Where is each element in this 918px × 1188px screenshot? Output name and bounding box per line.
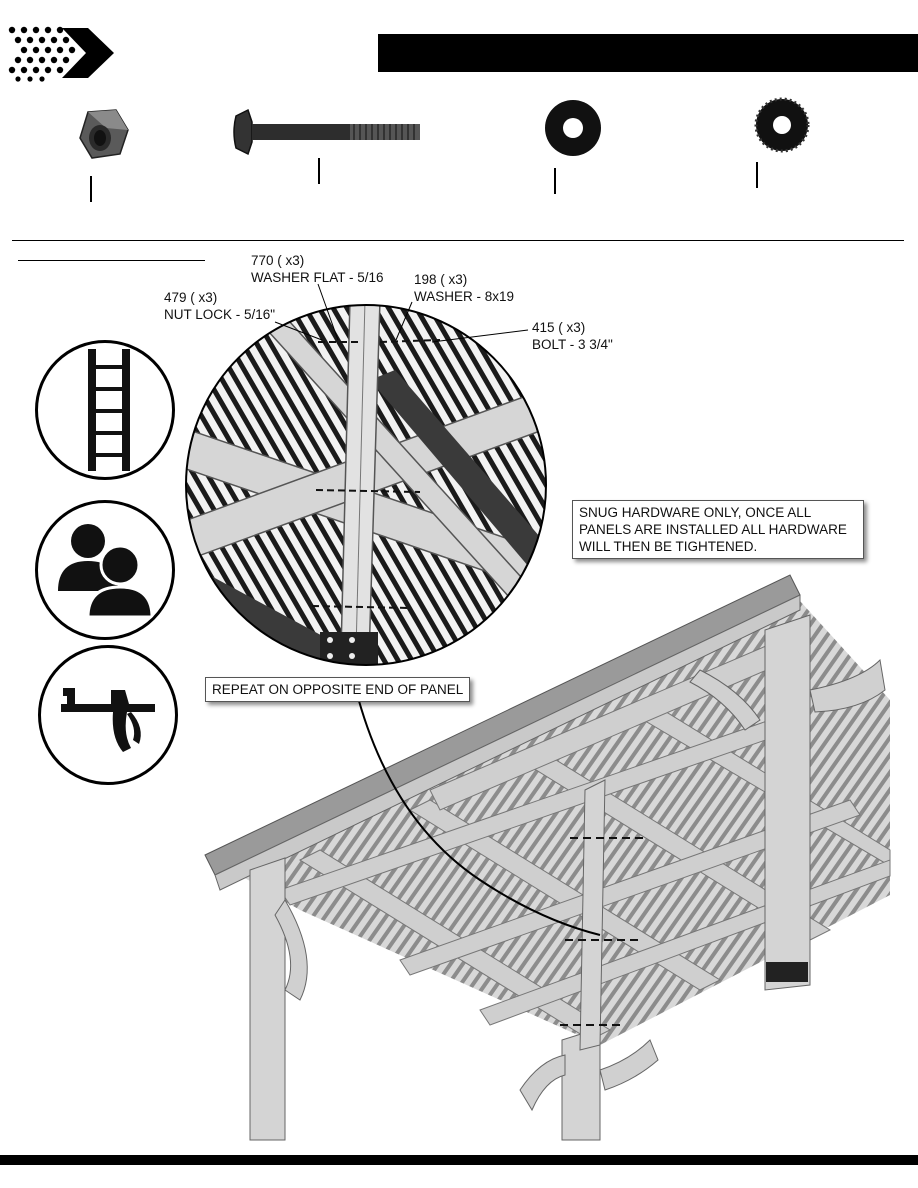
brand-arrow-logo — [4, 24, 114, 82]
snug-hardware-note: SNUG HARDWARE ONLY, ONCE ALL PANELS ARE … — [572, 500, 864, 559]
footer-bar — [0, 1155, 918, 1165]
callout-washer: 198 ( x3) WASHER - 8x19 — [414, 272, 515, 304]
lock-nut-icon — [76, 108, 130, 167]
zoom-detail-circle — [186, 305, 546, 665]
post-bracket — [766, 962, 808, 982]
two-people-icon — [35, 500, 175, 640]
repeat-note: REPEAT ON OPPOSITE END OF PANEL — [205, 677, 471, 702]
carriage-bolt-icon — [230, 102, 422, 169]
callout-bolt: 415 ( x3) BOLT - 3 3/4" — [532, 320, 613, 352]
rubber-washer-leader — [756, 162, 758, 188]
flat-washer-leader — [554, 168, 556, 194]
header-bar — [378, 34, 918, 72]
pergola-posts — [249, 614, 811, 1141]
ladder-icon — [35, 340, 175, 480]
corner-braces — [274, 658, 886, 1112]
detail-connector-line — [355, 689, 601, 936]
bolt-leader — [318, 158, 320, 184]
section-divider — [12, 240, 904, 241]
callout-lock-nut: 479 ( x3) NUT LOCK - 5/16" — [164, 290, 276, 322]
callout-flat-washer: 770 ( x3) WASHER FLAT - 5/16 — [251, 253, 384, 285]
flat-washer-icon — [543, 98, 603, 163]
callout-leaders — [274, 283, 529, 343]
bolt-indicators — [560, 837, 645, 1026]
step-title-underline — [18, 260, 205, 261]
clamp-icon — [38, 645, 178, 785]
lock-nut-leader — [90, 176, 92, 202]
rubber-washer-icon — [754, 97, 810, 158]
zoom-detail-border — [185, 304, 547, 666]
